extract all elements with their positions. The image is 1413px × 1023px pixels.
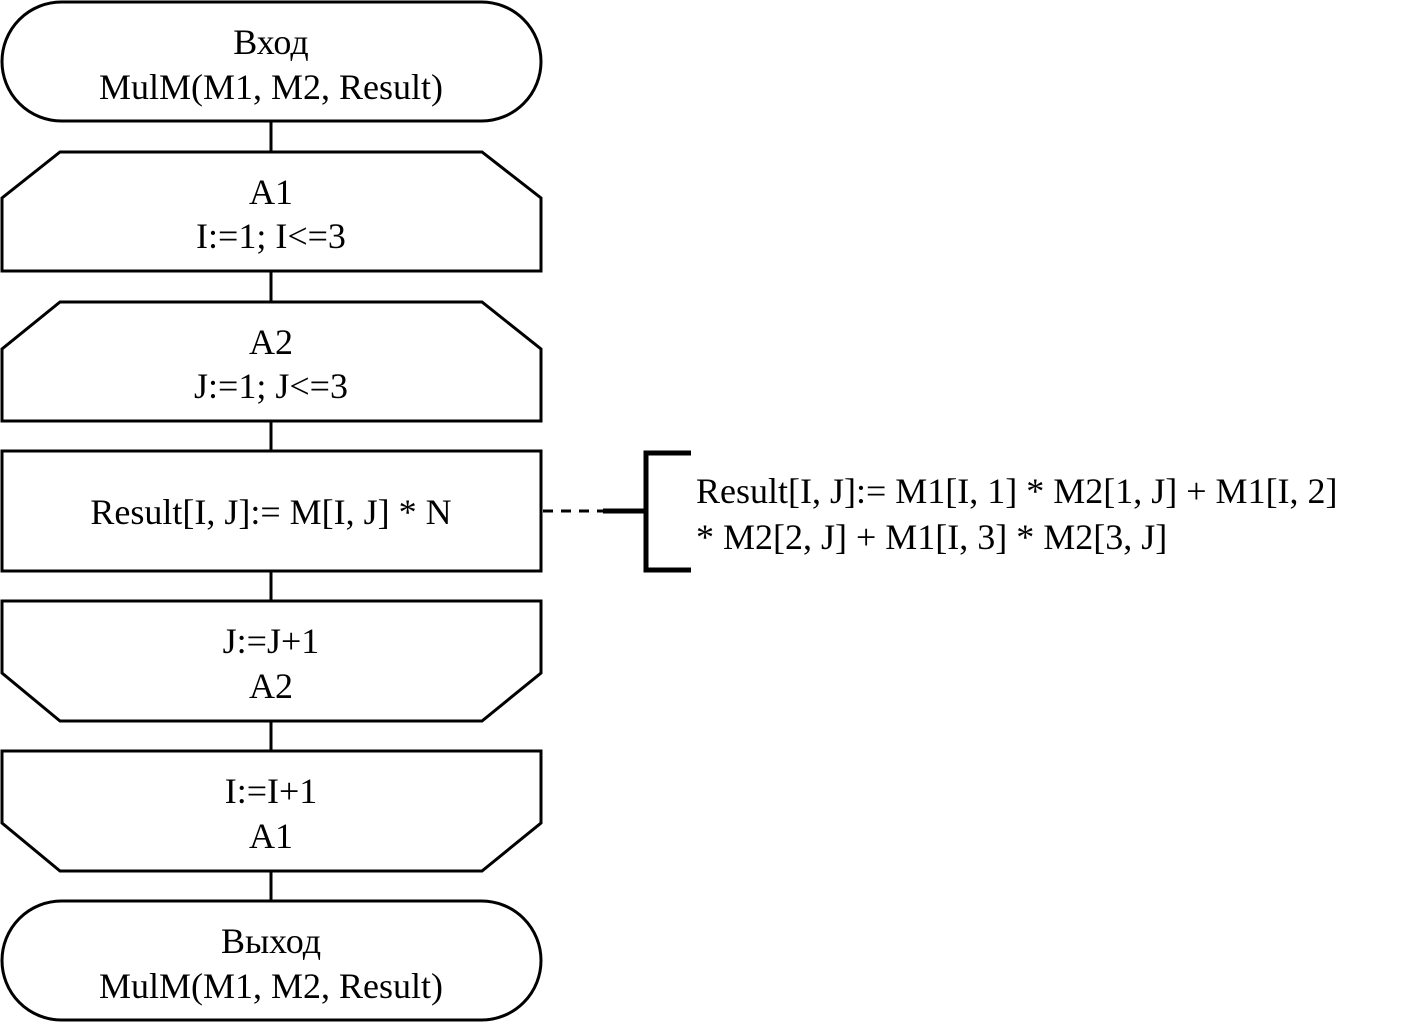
loop-start-a1-label: A1	[249, 172, 293, 212]
comment-bracket	[643, 450, 691, 573]
process-block: Result[I, J]:= M[I, J] * N	[0, 449, 543, 573]
loop-end-a1-label: A1	[249, 816, 293, 856]
end-label: Выход	[221, 921, 321, 961]
loop-start-a1-condition: I:=1; I<=3	[196, 216, 346, 256]
loop-end-a2-label: A2	[249, 666, 293, 706]
start-signature: MulM(M1, M2, Result)	[99, 67, 443, 107]
loop-end-a1-increment: I:=I+1	[225, 771, 318, 811]
end-signature: MulM(M1, M2, Result)	[99, 966, 443, 1006]
comment-line-1: Result[I, J]:= M1[I, 1] * M2[1, J] + M1[…	[696, 471, 1338, 511]
comment-annotation: Result[I, J]:= M1[I, 1] * M2[1, J] + M1[…	[543, 450, 1338, 573]
loop-start-a1: A1 I:=1; I<=3	[0, 150, 543, 273]
loop-end-a2: J:=J+1 A2	[0, 599, 543, 723]
comment-line-2: * M2[2, J] + M1[I, 3] * M2[3, J]	[696, 517, 1167, 557]
start-terminator: Вход MulM(M1, M2, Result)	[0, 0, 543, 123]
loop-start-a2: A2 J:=1; J<=3	[0, 300, 543, 423]
loop-end-a1: I:=I+1 A1	[0, 749, 543, 873]
end-terminator: Выход MulM(M1, M2, Result)	[0, 899, 543, 1022]
process-label: Result[I, J]:= M[I, J] * N	[90, 492, 451, 532]
loop-start-a2-label: A2	[249, 322, 293, 362]
loop-end-a2-increment: J:=J+1	[223, 621, 320, 661]
loop-start-a2-condition: J:=1; J<=3	[194, 366, 348, 406]
start-label: Вход	[233, 22, 308, 62]
